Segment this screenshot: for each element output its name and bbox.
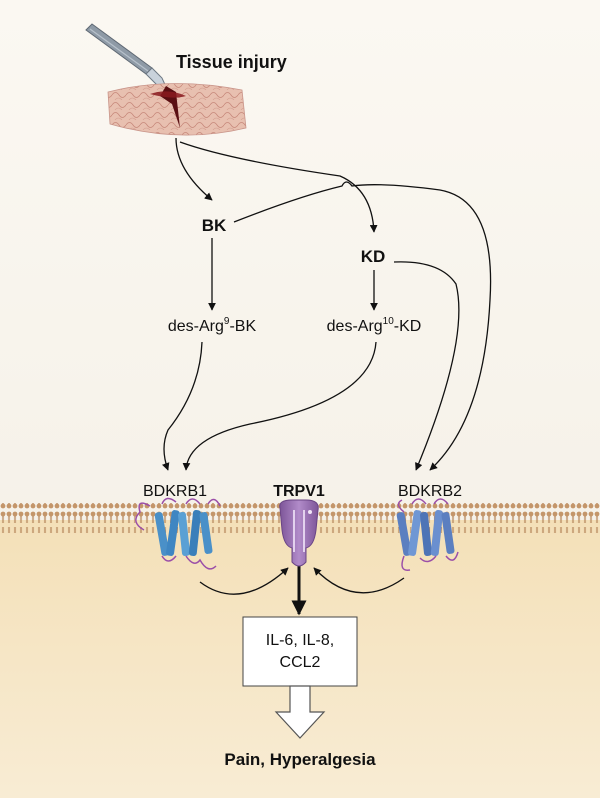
- des-arg10-kd-label: des-Arg10-KD: [327, 316, 422, 335]
- bdkrb1-label: BDKRB1: [143, 483, 207, 500]
- bdkrb1-receptor-icon: [135, 497, 221, 570]
- kd-label: KD: [361, 247, 386, 266]
- trpv1-label: TRPV1: [273, 483, 325, 500]
- cytokine-line-2: CCL2: [280, 654, 321, 671]
- trpv1-channel-icon: [279, 499, 319, 567]
- cytokine-box: IL-6, IL-8, CCL2: [242, 616, 358, 687]
- arrow-des-arg9-bk-to-bdkrb1: [161, 341, 203, 471]
- arrow-injury-to-bk: [175, 137, 213, 201]
- arrow-bdkrb2-to-trpv1: [313, 567, 405, 594]
- bk-label: BK: [202, 216, 227, 235]
- arrow-kd-to-bdkrb2: [393, 261, 460, 471]
- arrow-injury-to-kd: [179, 141, 378, 233]
- pathway-arrows: [161, 137, 492, 616]
- cytokine-line-1: IL-6, IL-8,: [266, 632, 334, 649]
- arrow-des-arg10-kd-to-bdkrb1: [182, 341, 377, 471]
- tissue-injury-label: Tissue injury: [176, 52, 287, 72]
- des-arg9-bk-label: des-Arg9-BK: [168, 316, 257, 335]
- outcome-label: Pain, Hyperalgesia: [224, 750, 376, 769]
- hollow-down-arrow: [274, 685, 326, 739]
- arrow-bk-to-bdkrb2: [233, 181, 492, 471]
- bdkrb2-label: BDKRB2: [398, 483, 462, 500]
- arrow-bdkrb1-to-trpv1: [199, 567, 289, 595]
- bdkrb2-receptor-icon: [396, 498, 459, 571]
- wound-icon: [107, 83, 247, 136]
